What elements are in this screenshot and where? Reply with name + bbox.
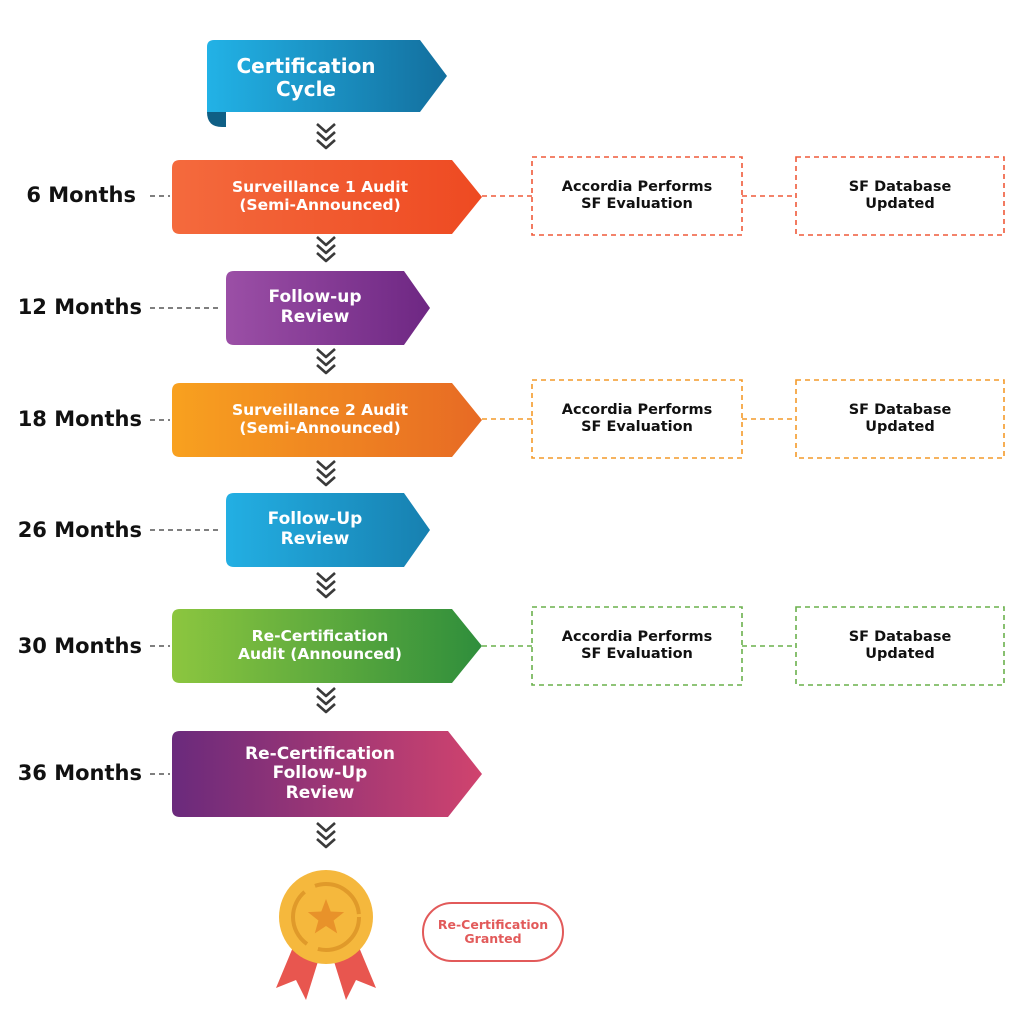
down-arrow-5-1 [316,572,336,583]
down-arrow-6-3 [316,703,336,714]
down-arrow-1-1 [316,123,336,134]
medal-star-icon [307,899,345,934]
down-arrow-1-3 [316,139,336,150]
stage-arrow-5 [172,609,482,683]
database-box-label-2: SF Database Updated [848,402,952,435]
down-arrow-1-2 [316,131,336,142]
month-label-30: 30 Months [17,634,142,658]
down-arrow-3-3 [316,364,336,375]
stage-label-surveillance-2: Surveillance 2 Audit (Semi-Announced) [231,401,409,437]
down-arrow-6-2 [316,695,336,706]
database-box-3 [795,379,1005,459]
stage-label-follow-up-12: Follow-up Review [268,287,362,327]
down-arrow-7-1 [316,822,336,833]
recertification-granted-label: Re-Certification Granted [437,916,549,946]
title-ribbon-curl [207,112,226,127]
down-arrow-5-2 [316,580,336,591]
database-box-label-1: SF Database Updated [848,179,952,212]
down-arrow-4-2 [316,468,336,479]
stage-label-follow-up-26: Follow-Up Review [267,509,363,549]
down-arrow-6-1 [316,687,336,698]
stage-arrow-3 [172,383,482,457]
month-label-26: 26 Months [17,518,142,542]
evaluation-box-label-3: Accordia Performs SF Evaluation [561,629,713,662]
down-arrow-7-2 [316,830,336,841]
stage-arrow-4 [226,493,430,567]
stage-label-surveillance-1: Surveillance 1 Audit (Semi-Announced) [231,178,409,214]
down-arrow-7-3 [316,838,336,849]
stage-arrow-1 [172,160,482,234]
database-box-5 [795,606,1005,686]
stage-arrow-2 [226,271,430,345]
stage-label-recertification-follow-up: Re-Certification Follow-Up Review [245,743,395,803]
down-arrow-3-2 [316,356,336,367]
month-label-12: 12 Months [17,295,142,319]
medal-inner-ring [291,882,361,952]
down-arrow-3-1 [316,348,336,359]
down-arrow-4-1 [316,460,336,471]
database-box-label-3: SF Database Updated [848,629,952,662]
down-arrow-2-1 [316,236,336,247]
down-arrow-5-3 [316,588,336,599]
title-label: Certification Cycle [236,54,376,101]
evaluation-box-label-2: Accordia Performs SF Evaluation [561,402,713,435]
month-label-18: 18 Months [17,407,142,431]
month-label-36: 36 Months [17,761,142,785]
down-arrow-2-2 [316,244,336,255]
down-arrow-4-3 [316,476,336,487]
month-label-6: 6 Months [26,183,136,207]
down-arrow-2-3 [316,252,336,263]
database-box-1 [795,156,1005,236]
stage-label-recertification-audit: Re-Certification Audit (Announced) [238,627,402,663]
granted-pill [422,902,564,962]
evaluation-box-label-1: Accordia Performs SF Evaluation [561,179,713,212]
title-arrow-shape [207,40,447,112]
stage-arrow-6 [172,731,482,817]
